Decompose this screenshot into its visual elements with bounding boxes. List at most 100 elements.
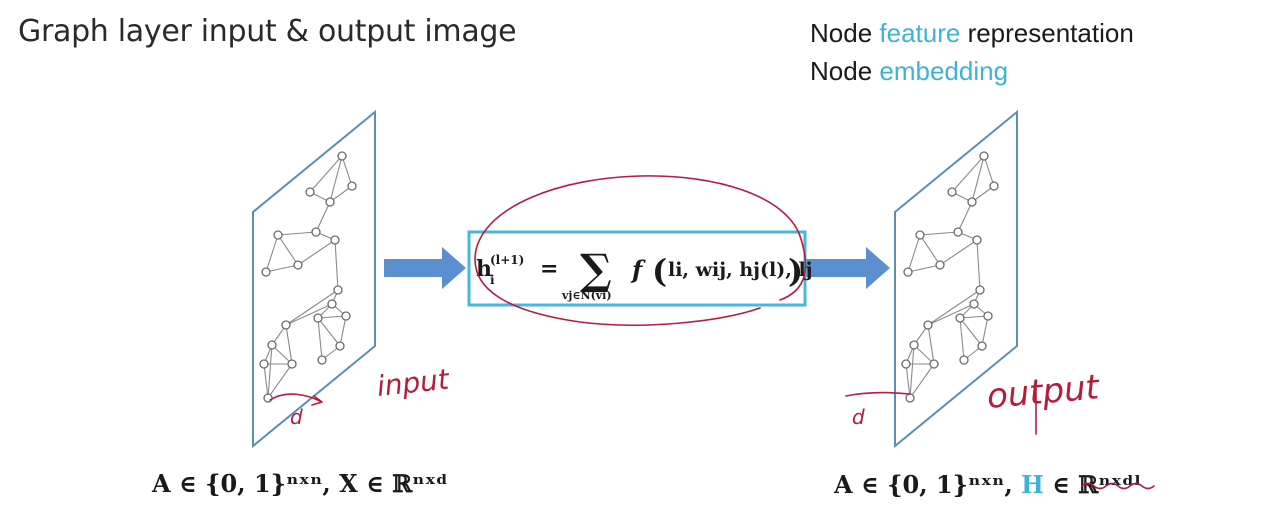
graph-edge [971,155,985,203]
graph-node [909,340,919,350]
input-graph-panel [252,109,376,449]
graph-edge [267,344,273,399]
graph-edge [959,315,989,319]
graph-edge [263,363,269,399]
graph-edge [277,234,299,266]
graph-node [325,197,335,207]
graph-edge [951,155,985,193]
formula-open-paren: ( [652,252,667,290]
graph-node [975,285,985,295]
header-node-embedding: Node embedding [810,56,1008,87]
graph-node [347,181,357,191]
graph-node [901,359,911,369]
graph-node [313,313,323,323]
graph-edge [957,201,973,233]
bottom-left-formula: A ∈ {0, 1}ⁿˣⁿ, X ∈ ℝⁿˣᵈ [151,469,448,498]
formula-lhs-sup: (l+1) [490,253,524,267]
graph-edge [909,363,935,399]
handwritten-input: input [375,363,451,403]
graph-edge [981,315,989,347]
slide-title: Graph layer input & output image [18,14,517,49]
graph-edge [315,201,331,233]
graph-node [959,355,969,365]
graph-node [983,311,993,321]
graph-edge [339,315,347,347]
graph-node [305,187,315,197]
bottom-right-prefix: A ∈ {0, 1}ⁿˣⁿ, [833,470,1021,499]
input-graph [259,151,357,403]
graph-edge [927,303,975,326]
graph-node [317,355,327,365]
graph-edge [907,264,941,273]
graph-edge [927,289,981,326]
graph-edge [265,234,279,273]
line2-prefix: Node [810,56,880,86]
handwritten-output: output [985,367,1102,417]
graph-edge [297,239,336,266]
handwritten-arrow-right [845,391,911,397]
formula-lhs-sub: i [490,273,495,287]
graph-edge [976,239,981,291]
graph-edge [983,155,995,187]
graph-edge [285,289,339,326]
graph-node [967,197,977,207]
graph-node [267,340,277,350]
graph-edge [959,317,983,347]
formula-close-paren: ) [788,252,803,290]
graph-edge [317,317,323,361]
graph-edge [285,303,333,326]
graph-node [977,341,987,351]
line1-prefix: Node [810,18,880,48]
graph-node [969,299,979,309]
line1-suffix: representation [960,18,1134,48]
handwritten-arrow-left [269,393,323,406]
graph-node [330,235,340,245]
formula-equals: = [540,256,558,282]
output-arrow [806,247,890,289]
handwritten-ellipse [474,175,807,326]
bottom-right-formula: A ∈ {0, 1}ⁿˣⁿ, H ∈ ℝⁿˣᵈˡ [833,470,1141,499]
graph-node [311,227,321,237]
bottom-right-accent: H [1021,470,1044,499]
graph-node [923,320,933,330]
graph-node [903,267,913,277]
graph-edge [329,155,343,203]
graph-node [273,230,283,240]
graph-node [979,151,989,161]
graph-node [929,359,939,369]
input-arrow [384,247,466,289]
handwritten-d-left: d [290,405,303,429]
graph-node [341,311,351,321]
graph-edge [939,239,978,266]
graph-edge [927,324,935,365]
graph-edge [907,234,921,273]
graph-edge [341,155,353,187]
graph-edge [959,317,965,361]
graph-node [915,230,925,240]
formula-box [467,230,807,307]
formula-func: f [630,255,646,284]
graph-node [972,235,982,245]
graph-edge [919,234,941,266]
graph-node [333,285,343,295]
graph-node [953,227,963,237]
graph-node [337,151,347,161]
graph-node [335,341,345,351]
graph-node [293,260,303,270]
line1-accent: feature [879,18,961,48]
output-graph-panel [894,109,1018,449]
graph-edge [317,315,347,319]
formula-sum-sub: vj∈N(vi) [561,289,612,302]
header-node-feature-representation: Node feature representation [810,18,1134,49]
graph-node [263,393,273,403]
graph-node [947,187,957,197]
graph-edge [277,231,317,236]
graph-node [905,393,915,403]
graph-edge [267,363,293,399]
graph-node [259,359,269,369]
line2-accent: embedding [879,56,1009,86]
graph-edge [909,344,915,399]
graph-edge [317,317,341,347]
graph-node [935,260,945,270]
